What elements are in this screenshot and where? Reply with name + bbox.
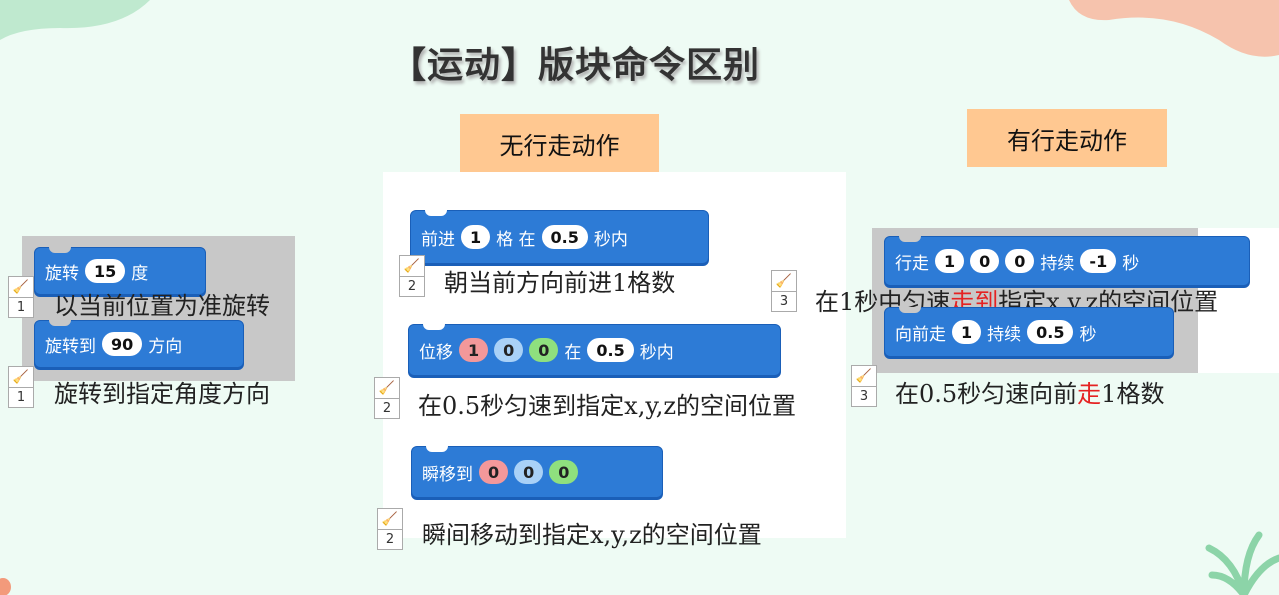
walk-forward-steps-input[interactable]: 1 — [952, 320, 982, 344]
move-unit: 秒内 — [639, 342, 674, 363]
walk-forward-desc-highlight: 走 — [1077, 380, 1102, 408]
broom-icon[interactable]: 🧹 — [374, 377, 400, 399]
rotate-to-badge[interactable]: 🧹 1 — [8, 366, 36, 408]
forward-time-input[interactable]: 0.5 — [541, 225, 588, 249]
header-walk: 有行走动作 — [967, 109, 1167, 167]
rotate-to-value-input[interactable]: 90 — [102, 332, 143, 356]
walk-badge[interactable]: 🧹 3 — [771, 270, 799, 312]
rotate-badge-count: 1 — [8, 298, 34, 318]
page-title: 【运动】版块命令区别 — [390, 45, 761, 86]
broom-icon[interactable]: 🧹 — [851, 365, 877, 387]
rotate-description: 以当前位置为准旋转 — [54, 292, 270, 320]
move-badge-count: 2 — [374, 399, 400, 419]
forward-block[interactable]: 前进 1 格 在 0.5 秒内 — [410, 210, 709, 264]
move-badge[interactable]: 🧹 2 — [374, 377, 402, 419]
rotate-block[interactable]: 旋转 15 度 — [34, 247, 206, 295]
rotate-value-input[interactable]: 15 — [85, 259, 126, 283]
teleport-badge[interactable]: 🧹 2 — [377, 508, 405, 550]
teleport-description: 瞬间移动到指定x,y,z的空间位置 — [422, 521, 762, 549]
walk-block[interactable]: 行走 1 0 0 持续 -1 秒 — [884, 236, 1250, 286]
rotate-label: 旋转 — [45, 263, 79, 284]
walk-badge-count: 3 — [771, 292, 797, 312]
forward-badge-count: 2 — [399, 277, 425, 297]
corner-blob-top-left — [0, 0, 150, 40]
broom-icon[interactable]: 🧹 — [8, 276, 34, 298]
walk-y-input[interactable]: 0 — [970, 249, 1000, 273]
walk-time-input[interactable]: -1 — [1080, 249, 1117, 273]
rotate-to-unit: 方向 — [148, 336, 183, 357]
walk-label: 行走 — [895, 253, 929, 274]
broom-icon[interactable]: 🧹 — [8, 366, 34, 388]
forward-description: 朝当前方向前进1格数 — [444, 269, 676, 297]
move-block[interactable]: 位移 1 0 0 在 0.5 秒内 — [408, 324, 781, 376]
forward-mid-label: 格 在 — [496, 229, 536, 250]
forward-label: 前进 — [421, 229, 455, 250]
teleport-block[interactable]: 瞬移到 0 0 0 — [411, 446, 663, 498]
walk-x-input[interactable]: 1 — [935, 249, 965, 273]
walk-forward-description: 在0.5秒匀速向前走1格数 — [895, 374, 1164, 409]
move-label: 位移 — [419, 342, 453, 363]
move-y-input[interactable]: 0 — [494, 338, 524, 362]
header-no-walk: 无行走动作 — [460, 114, 659, 172]
rotate-unit: 度 — [131, 263, 149, 284]
walk-forward-desc-post: 1格数 — [1101, 380, 1165, 408]
move-description: 在0.5秒匀速到指定x,y,z的空间位置 — [418, 392, 796, 420]
move-mid-label: 在 — [564, 342, 582, 363]
rotate-to-label: 旋转到 — [45, 336, 96, 357]
walk-forward-time-input[interactable]: 0.5 — [1027, 320, 1074, 344]
walk-mid-label: 持续 — [1040, 253, 1075, 274]
teleport-label: 瞬移到 — [422, 464, 473, 485]
rotate-badge[interactable]: 🧹 1 — [8, 276, 36, 318]
forward-unit: 秒内 — [593, 229, 628, 250]
forward-steps-input[interactable]: 1 — [461, 225, 491, 249]
walk-forward-badge-count: 3 — [851, 387, 877, 407]
walk-forward-block[interactable]: 向前走 1 持续 0.5 秒 — [884, 307, 1174, 357]
rotate-to-badge-count: 1 — [8, 388, 34, 408]
teleport-y-input[interactable]: 0 — [514, 460, 544, 484]
move-time-input[interactable]: 0.5 — [587, 338, 634, 362]
walk-forward-badge[interactable]: 🧹 3 — [851, 365, 879, 407]
forward-badge[interactable]: 🧹 2 — [399, 255, 427, 297]
broom-icon[interactable]: 🧹 — [771, 270, 797, 292]
flower-decoration — [0, 578, 11, 595]
walk-forward-unit: 秒 — [1079, 324, 1097, 345]
walk-unit: 秒 — [1122, 253, 1140, 274]
walk-forward-desc-pre: 在0.5秒匀速向前 — [895, 380, 1078, 408]
teleport-badge-count: 2 — [377, 530, 403, 550]
rotate-to-block[interactable]: 旋转到 90 方向 — [34, 320, 244, 368]
teleport-x-input[interactable]: 0 — [479, 460, 509, 484]
corner-blob-top-right — [1069, 0, 1279, 57]
broom-icon[interactable]: 🧹 — [399, 255, 425, 277]
broom-icon[interactable]: 🧹 — [377, 508, 403, 530]
teleport-z-input[interactable]: 0 — [549, 460, 579, 484]
walk-forward-mid-label: 持续 — [987, 324, 1022, 345]
move-z-input[interactable]: 0 — [529, 338, 559, 362]
leaf-decoration — [1205, 531, 1279, 595]
move-x-input[interactable]: 1 — [459, 338, 489, 362]
walk-forward-label: 向前走 — [895, 324, 946, 345]
walk-z-input[interactable]: 0 — [1005, 249, 1035, 273]
rotate-to-description: 旋转到指定角度方向 — [54, 380, 270, 408]
